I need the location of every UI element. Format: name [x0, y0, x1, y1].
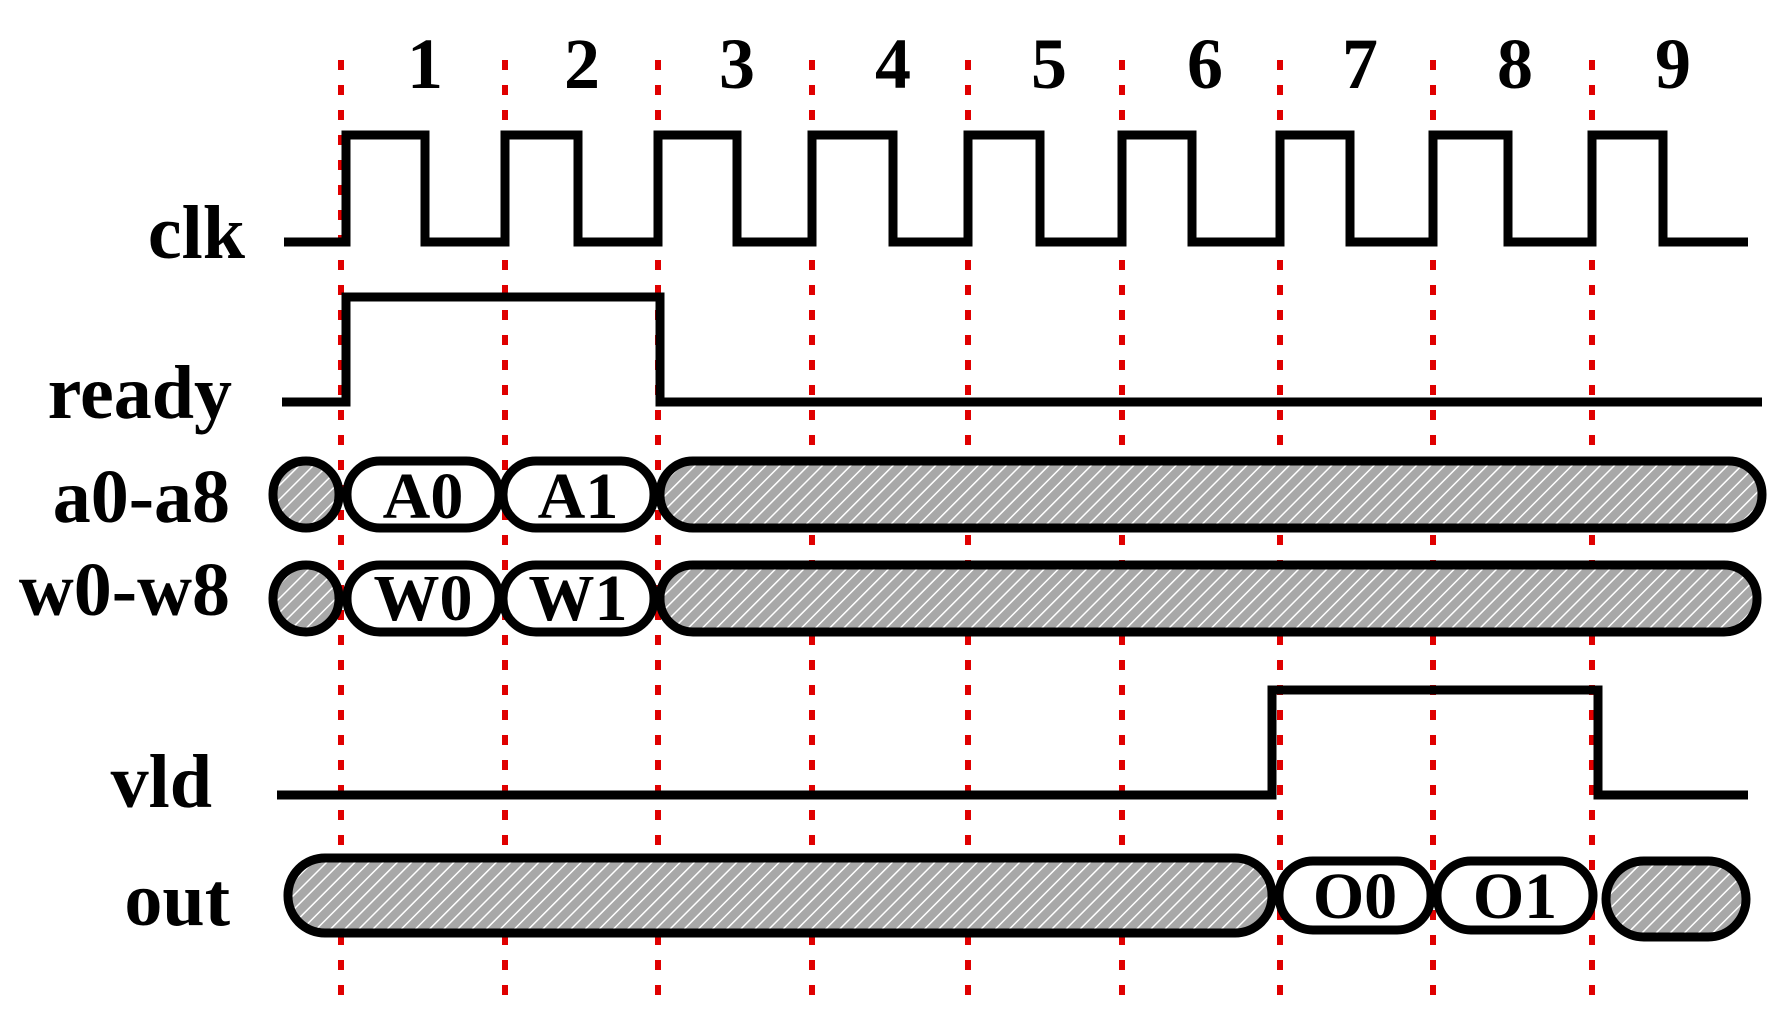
cycle-number: 9: [1655, 24, 1691, 104]
signal-label-ready: ready: [48, 351, 232, 435]
signal-label-clk: clk: [148, 191, 246, 275]
out-bus-idle-segment: [1601, 856, 1751, 942]
out-bus-value-pill: [1432, 856, 1598, 935]
a-bus-value-label: A0: [383, 460, 464, 533]
a-bus-value-pill: [498, 456, 659, 533]
signal-label-out: out: [124, 858, 230, 942]
a-bus-idle-segment: [655, 456, 1767, 533]
w-bus: W0 W1: [268, 560, 1762, 637]
a-bus-value-label: A1: [538, 460, 619, 533]
cycle-number: 2: [564, 24, 600, 104]
out-bus: O0 O1: [283, 853, 1751, 942]
signal-labels: clk ready a0-a8 w0-w8 vld out: [19, 191, 246, 942]
cycle-number: 1: [407, 24, 443, 104]
a-bus: A0 A1: [268, 456, 1767, 533]
out-bus-idle-segment: [283, 853, 1277, 938]
out-bus-value-pill: [1274, 856, 1436, 935]
signal-label-w: w0-w8: [19, 548, 230, 632]
w-bus-idle-segment: [268, 560, 344, 637]
ready-waveform: [282, 292, 1762, 407]
out-bus-value-label: O1: [1473, 860, 1557, 933]
clk-waveform: [284, 130, 1748, 247]
cycle-number: 7: [1342, 24, 1378, 104]
w-bus-value-label: W0: [374, 562, 473, 635]
cycle-number: 8: [1497, 24, 1533, 104]
cycle-number: 6: [1187, 24, 1223, 104]
vld-waveform: [277, 685, 1748, 800]
cycle-numbers: 1 2 3 4 5 6 7 8 9: [407, 24, 1691, 104]
cycle-number: 5: [1031, 24, 1067, 104]
out-bus-value-label: O0: [1313, 860, 1397, 933]
signal-label-a: a0-a8: [53, 455, 230, 539]
w-bus-value-label: W1: [529, 562, 628, 635]
a-bus-idle-segment: [268, 456, 344, 533]
w-bus-value-pill: [498, 560, 659, 637]
cycle-number: 3: [719, 24, 755, 104]
cycle-number: 4: [875, 24, 911, 104]
signal-label-vld: vld: [111, 740, 212, 824]
w-bus-idle-segment: [655, 560, 1762, 637]
